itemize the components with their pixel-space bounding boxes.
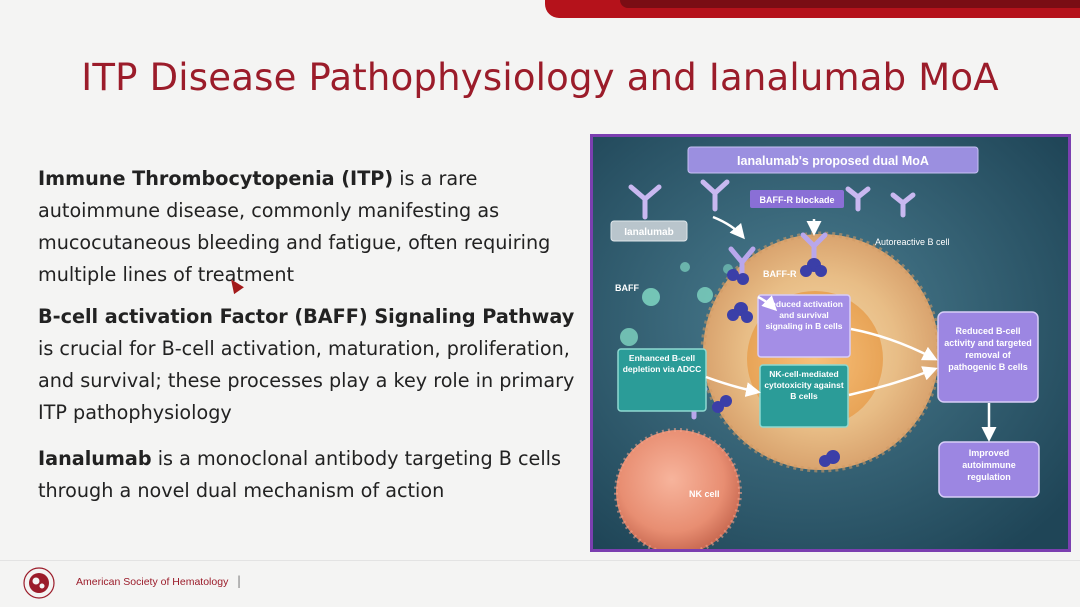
autoreactive-label: Autoreactive B cell [875, 237, 950, 247]
nk-cell [616, 430, 740, 549]
reduced-activity-label: Reduced B-cell activity and targeted rem… [944, 326, 1032, 372]
bullet-itp: Immune Thrombocytopenia (ITP) is a rare … [38, 163, 588, 291]
moa-diagram: Ianalumab's proposed dual MoA BAFF-R blo… [593, 137, 1068, 549]
enhanced-depletion-box [617, 348, 707, 412]
baffr-blockade-label: BAFF-R blockade [759, 195, 834, 205]
reduced-activation-box [757, 294, 851, 358]
baffr-label: BAFF-R [763, 269, 797, 279]
bullet-ianalumab-text: is a monoclonal antibody targeting B cel… [38, 447, 562, 502]
ianalumab-box [610, 220, 688, 242]
reduced-activation-label: Reduced activation and survival signalin… [765, 299, 843, 331]
bullet-itp-text: is a rare autoimmune disease, commonly m… [38, 167, 551, 286]
ash-logo-icon [23, 567, 55, 599]
footer-divider [0, 560, 1080, 561]
ianalumab-label: Ianalumab [624, 227, 673, 238]
reduced-activity-box [937, 311, 1039, 403]
bullet-baff-text: is crucial for B-cell activation, matura… [38, 337, 575, 424]
bullet-ianalumab-bold: Ianalumab [38, 447, 152, 470]
bullet-baff: B-cell activation Factor (BAFF) Signalin… [38, 301, 588, 429]
moa-figure: Ianalumab's proposed dual MoA BAFF-R blo… [590, 134, 1071, 552]
nk-mediated-label: NK-cell-mediated cytotoxicity against B … [764, 369, 844, 401]
improved-regulation-box [938, 441, 1040, 498]
header-label: Ianalumab's proposed dual MoA [737, 154, 929, 168]
bullet-baff-bold: B-cell activation Factor (BAFF) Signalin… [38, 305, 575, 328]
baff-molecule-icon [620, 262, 733, 346]
nk-cell-label: NK cell [689, 489, 720, 499]
bullet-ianalumab: Ianalumab is a monoclonal antibody targe… [38, 443, 588, 507]
slide-title: ITP Disease Pathophysiology and Ianaluma… [81, 56, 999, 99]
baff-label: BAFF [615, 283, 639, 293]
top-accent-bar-dark [620, 0, 1080, 8]
flow-arrows [705, 215, 997, 442]
improved-regulation-label: Improved autoimmune regulation [962, 448, 1016, 482]
bound-antibody-icon [678, 232, 840, 467]
footer-separator: | [237, 574, 242, 588]
bullet-itp-bold: Immune Thrombocytopenia (ITP) [38, 167, 394, 190]
enhanced-depletion-label: Enhanced B-cell depletion via ADCC [622, 353, 702, 374]
antibody-icon [628, 179, 916, 220]
bullet-list: Immune Thrombocytopenia (ITP) is a rare … [38, 163, 588, 521]
header-box [687, 146, 979, 174]
baffr-blockade-box [750, 190, 844, 208]
footer-organization: American Society of Hematology [76, 576, 229, 588]
